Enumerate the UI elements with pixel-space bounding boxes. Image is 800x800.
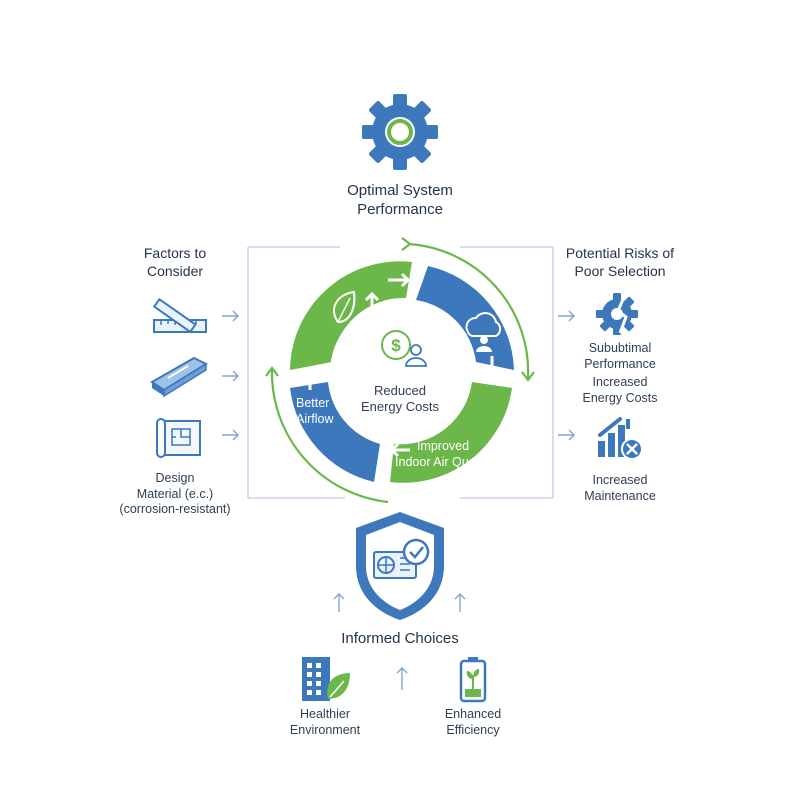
right-item-label-1: Sububtimal Performance xyxy=(584,341,656,371)
gear-icon xyxy=(362,94,438,170)
cycle-diagram: $ xyxy=(265,237,535,504)
left-panel-title: Factors to Consider xyxy=(143,245,207,279)
right-item-label-3: Increased Maintenance xyxy=(584,473,656,503)
bottom-item-label-2: Enhanced Efficiency xyxy=(444,707,502,737)
shield-hvac-check-icon xyxy=(356,512,444,620)
blueprint-icon xyxy=(156,418,201,458)
dollar-person-icon xyxy=(381,330,411,360)
top-title: Optimal System Performance xyxy=(347,182,453,218)
cloud-person-icon xyxy=(465,312,502,352)
segment-bottom xyxy=(390,382,512,483)
cycle-center-label: Reduced Energy Costs xyxy=(360,383,440,415)
segment-left xyxy=(290,382,380,482)
bottom-item-label-1: Healthier Environment xyxy=(289,707,361,737)
segment-right xyxy=(416,266,514,370)
broken-gear-icon xyxy=(596,293,638,335)
svg-text:$: $ xyxy=(391,336,401,355)
segment-label-air-quality: Improved Indoor Air Quality xyxy=(395,439,491,469)
tools-cross-icon xyxy=(598,417,643,460)
left-item-label: Design Material (e.c.) (corrosion-resist… xyxy=(119,471,231,517)
segment-label-airflow: Better Airflow xyxy=(296,396,334,426)
segment-top xyxy=(290,261,412,370)
battery-plant-icon xyxy=(459,657,487,703)
right-item-label-2: Increased Energy Costs xyxy=(582,375,658,405)
metal-bar-icon xyxy=(150,356,209,398)
bottom-title: Informed Choices xyxy=(341,630,459,647)
leaf-icon xyxy=(333,290,356,324)
building-leaf-icon xyxy=(302,657,350,701)
right-panel-title: Potential Risks of Poor Selection xyxy=(565,245,675,279)
ruler-icon xyxy=(152,297,207,334)
